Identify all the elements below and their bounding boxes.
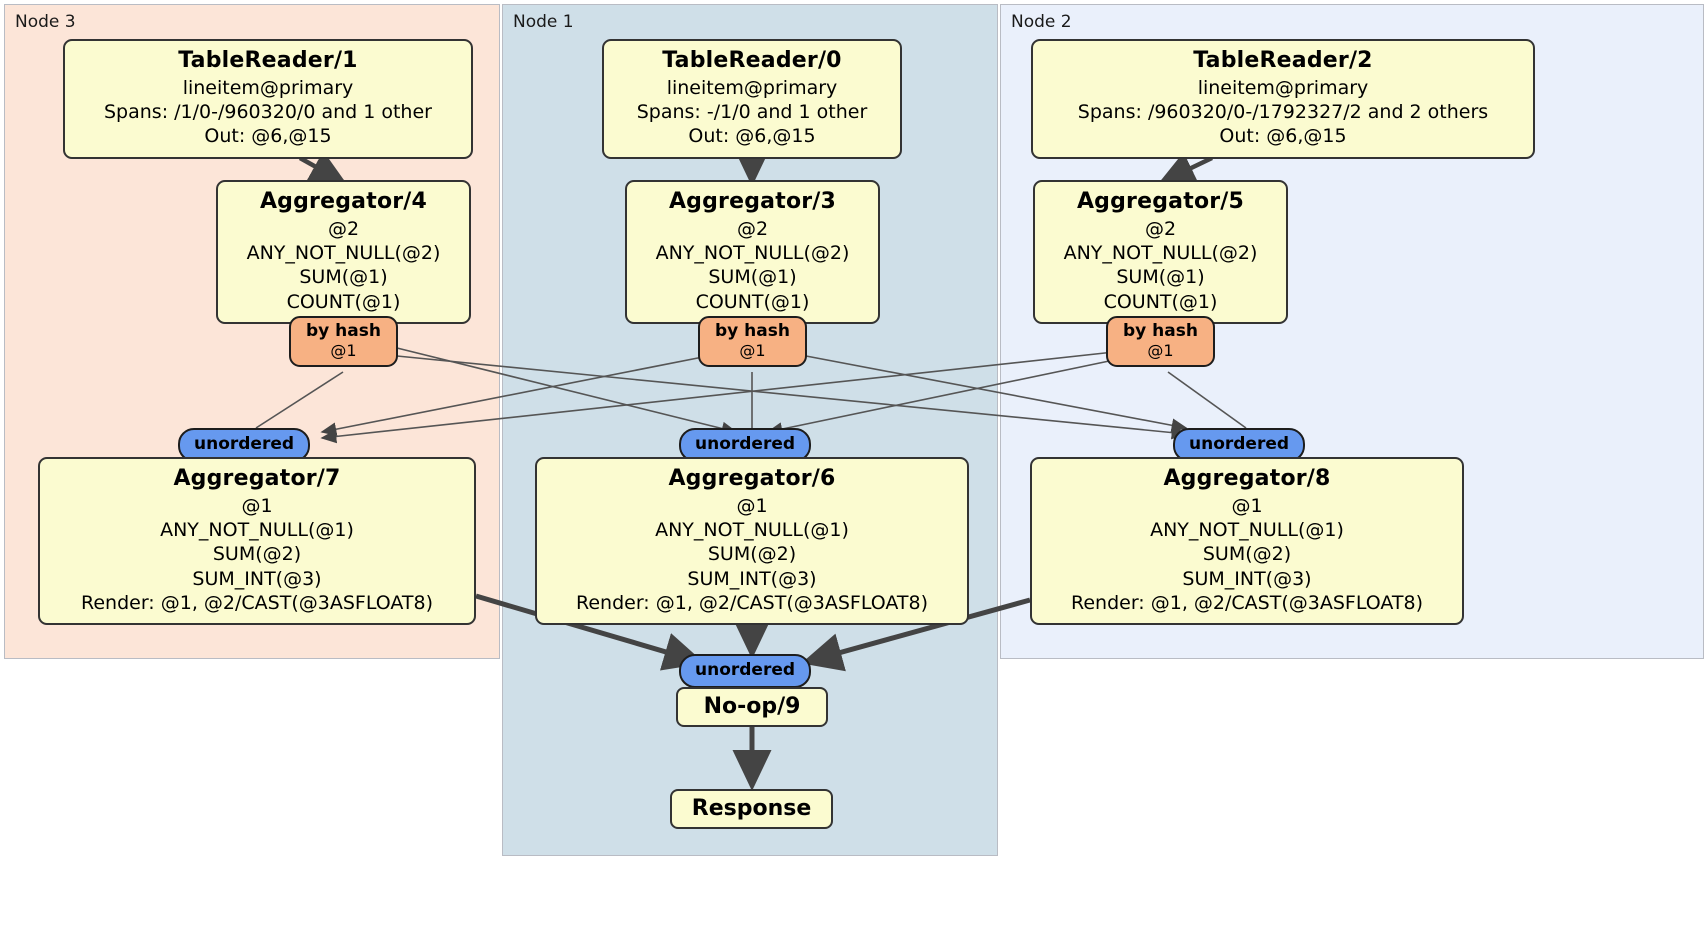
router-column-label: @1 (1147, 341, 1174, 361)
processor-no-op-9[interactable]: No-op/9 (676, 687, 828, 727)
output-router-by-hash-aggregator-5[interactable]: by hash @1 (1106, 316, 1215, 367)
processor-line: SUM(@1) (708, 266, 797, 289)
node-panel-label-node-3: Node 3 (15, 12, 76, 32)
processor-line: @1 (241, 494, 273, 517)
processor-line: COUNT(@1) (286, 290, 401, 313)
processor-title: Aggregator/4 (259, 189, 428, 214)
processor-line: SUM_INT(@3) (1182, 567, 1312, 590)
processor-line: ANY_NOT_NULL(@2) (246, 241, 441, 264)
processor-line: ANY_NOT_NULL(@1) (1150, 518, 1344, 541)
processor-line: Out: @6,@15 (688, 125, 816, 148)
processor-line: Render: @1, @2/CAST(@3ASFLOAT8) (576, 591, 928, 614)
processor-title: TableReader/0 (662, 48, 842, 73)
router-type-label: by hash (1123, 321, 1198, 341)
processor-line: SUM(@2) (1202, 543, 1292, 566)
processor-line: Render: @1, @2/CAST(@3ASFLOAT8) (1071, 591, 1423, 614)
processor-line: COUNT(@1) (695, 290, 810, 313)
processor-title: Aggregator/5 (1076, 189, 1245, 214)
router-column-label: @1 (330, 341, 357, 361)
processor-line: Spans: /1/0-/960320/0 and 1 other (104, 100, 432, 123)
sync-label: unordered (695, 434, 796, 454)
processor-title: TableReader/1 (178, 48, 358, 73)
processor-line: SUM(@2) (212, 543, 302, 566)
processor-line: lineitem@primary (1197, 76, 1369, 99)
processor-line: @1 (736, 494, 768, 517)
input-sync-unordered-aggregator-8[interactable]: unordered (1173, 428, 1306, 463)
processor-line: COUNT(@1) (1103, 290, 1218, 313)
input-sync-unordered-noop-9[interactable]: unordered (679, 654, 812, 689)
node-panel-label-node-2: Node 2 (1011, 12, 1072, 32)
processor-line: lineitem@primary (182, 76, 354, 99)
processor-title: Aggregator/7 (173, 466, 341, 491)
processor-line: Spans: /960320/0-/1792327/2 and 2 others (1077, 100, 1489, 123)
sync-label: unordered (1189, 434, 1290, 454)
router-type-label: by hash (715, 321, 790, 341)
processor-line: SUM(@1) (299, 266, 388, 289)
processor-aggregator-4[interactable]: Aggregator/4 @2 ANY_NOT_NULL(@2) SUM(@1)… (216, 180, 471, 324)
processor-title: Aggregator/8 (1163, 466, 1331, 491)
processor-line: SUM_INT(@3) (192, 567, 322, 590)
processor-line: @1 (1231, 494, 1263, 517)
sync-label: unordered (194, 434, 295, 454)
router-type-label: by hash (306, 321, 381, 341)
processor-line: @2 (327, 217, 360, 240)
processor-line: Spans: -/1/0 and 1 other (636, 100, 868, 123)
processor-line: SUM(@2) (707, 543, 797, 566)
processor-aggregator-3[interactable]: Aggregator/3 @2 ANY_NOT_NULL(@2) SUM(@1)… (625, 180, 880, 324)
processor-aggregator-7[interactable]: Aggregator/7 @1 ANY_NOT_NULL(@1) SUM(@2)… (38, 457, 476, 626)
processor-line: Out: @6,@15 (1219, 125, 1347, 148)
output-router-by-hash-aggregator-3[interactable]: by hash @1 (698, 316, 807, 367)
input-sync-unordered-aggregator-6[interactable]: unordered (679, 428, 812, 463)
processor-response[interactable]: Response (670, 789, 833, 829)
sync-label: unordered (695, 660, 796, 680)
processor-table-reader-1[interactable]: TableReader/1 lineitem@primary Spans: /1… (63, 39, 473, 159)
processor-title: Aggregator/6 (668, 466, 836, 491)
processor-line: SUM_INT(@3) (687, 567, 817, 590)
processor-table-reader-2[interactable]: TableReader/2 lineitem@primary Spans: /9… (1031, 39, 1535, 159)
processor-title: Response (691, 796, 812, 821)
processor-line: Render: @1, @2/CAST(@3ASFLOAT8) (81, 591, 433, 614)
processor-line: ANY_NOT_NULL(@2) (655, 241, 850, 264)
node-panel-label-node-1: Node 1 (513, 12, 574, 32)
processor-title: No-op/9 (703, 694, 801, 719)
processor-line: ANY_NOT_NULL(@2) (1063, 241, 1258, 264)
processor-title: TableReader/2 (1193, 48, 1373, 73)
processor-aggregator-6[interactable]: Aggregator/6 @1 ANY_NOT_NULL(@1) SUM(@2)… (535, 457, 969, 626)
processor-aggregator-8[interactable]: Aggregator/8 @1 ANY_NOT_NULL(@1) SUM(@2)… (1030, 457, 1464, 626)
processor-table-reader-0[interactable]: TableReader/0 lineitem@primary Spans: -/… (602, 39, 902, 159)
processor-line: ANY_NOT_NULL(@1) (655, 518, 849, 541)
processor-line: @2 (1144, 217, 1177, 240)
processor-line: lineitem@primary (666, 76, 838, 99)
output-router-by-hash-aggregator-4[interactable]: by hash @1 (289, 316, 398, 367)
processor-aggregator-5[interactable]: Aggregator/5 @2 ANY_NOT_NULL(@2) SUM(@1)… (1033, 180, 1288, 324)
processor-line: SUM(@1) (1116, 266, 1205, 289)
processor-title: Aggregator/3 (668, 189, 837, 214)
router-column-label: @1 (739, 341, 766, 361)
processor-line: ANY_NOT_NULL(@1) (160, 518, 354, 541)
processor-line: @2 (736, 217, 769, 240)
processor-line: Out: @6,@15 (204, 125, 332, 148)
